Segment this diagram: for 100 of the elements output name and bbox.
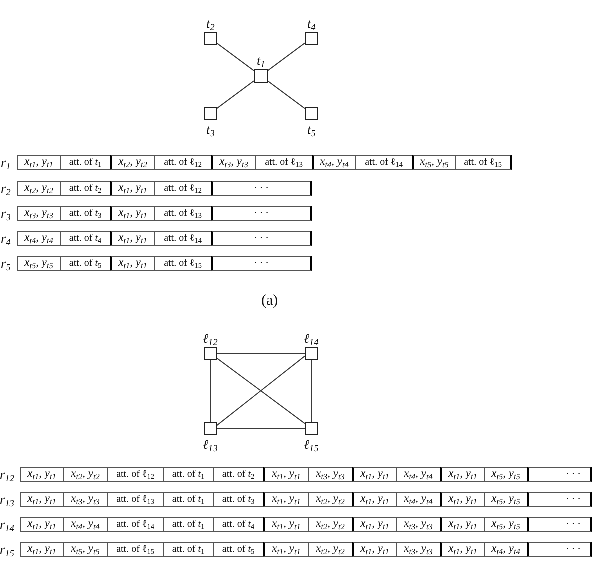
coordinate-cell: x$_{t4}$, y$_{t4}$ — [312, 155, 355, 170]
ellipsis-cell: · · · — [527, 492, 592, 507]
vertex-label: ℓ$_{14}$ — [304, 332, 319, 345]
coordinate-cell: x$_{t1}$, y$_{t1}$ — [110, 231, 154, 246]
coordinate-cell: x$_{t5}$, y$_{t5}$ — [484, 492, 527, 507]
coordinate-cell: x$_{t1}$, y$_{t1}$ — [440, 517, 484, 532]
attribute-cell: att. of t$_{1}$ — [163, 492, 213, 507]
ellipsis-cell: · · · — [527, 542, 592, 557]
vertex-label: ℓ$_{12}$ — [203, 332, 218, 345]
attribute-cell: att. of t$_{2}$ — [60, 181, 110, 196]
graph-edge — [268, 80, 306, 110]
row-label: r$_{13}$ — [0, 492, 14, 507]
attribute-cell: att. of t$_{5}$ — [213, 542, 263, 557]
subfigure-caption: (a) — [262, 293, 278, 309]
coordinate-cell: x$_{t1}$, y$_{t1}$ — [110, 206, 154, 221]
vertex-square — [204, 32, 217, 45]
coordinate-cell: x$_{t4}$, y$_{t4}$ — [17, 231, 60, 246]
vertex-square — [305, 107, 318, 120]
ellipsis-cell: · · · — [211, 206, 312, 221]
row-label: r$_{14}$ — [0, 517, 14, 532]
coordinate-cell: x$_{t1}$, y$_{t1}$ — [352, 492, 396, 507]
row-label: r$_{3}$ — [1, 206, 11, 221]
coordinate-cell: x$_{t5}$, y$_{t5}$ — [412, 155, 455, 170]
attribute-cell: att. of t$_{4}$ — [60, 231, 110, 246]
coordinate-cell: x$_{t4}$, y$_{t4}$ — [396, 467, 440, 482]
coordinate-cell: x$_{t3}$, y$_{t3}$ — [17, 206, 60, 221]
vertex-square — [305, 32, 318, 45]
attribute-cell: att. of t$_{3}$ — [213, 492, 263, 507]
coordinate-cell: x$_{t1}$, y$_{t1}$ — [440, 467, 484, 482]
ellipsis-cell: · · · — [527, 467, 592, 482]
graph-edge — [216, 353, 306, 354]
vertex-square — [204, 422, 217, 435]
attribute-cell: att. of ℓ$_{13}$ — [255, 155, 312, 170]
coordinate-cell: x$_{t1}$, y$_{t1}$ — [20, 492, 63, 507]
row-label: r$_{4}$ — [1, 231, 11, 246]
coordinate-cell: x$_{t2}$, y$_{t2}$ — [308, 492, 352, 507]
graph-edge — [216, 80, 254, 110]
ellipsis-cell: · · · — [211, 231, 312, 246]
coordinate-cell: x$_{t4}$, y$_{t4}$ — [396, 492, 440, 507]
coordinate-cell: x$_{t1}$, y$_{t1}$ — [20, 467, 63, 482]
attribute-cell: att. of ℓ$_{14}$ — [154, 231, 211, 246]
row-label: r$_{5}$ — [1, 256, 11, 271]
vertex-square — [204, 347, 217, 360]
coordinate-cell: x$_{t2}$, y$_{t2}$ — [63, 467, 107, 482]
vertex-label: t$_{3}$ — [206, 123, 215, 136]
coordinate-cell: x$_{t5}$, y$_{t5}$ — [484, 467, 527, 482]
attribute-cell: att. of ℓ$_{14}$ — [355, 155, 412, 170]
coordinate-cell: x$_{t1}$, y$_{t1}$ — [17, 155, 60, 170]
vertex-label: ℓ$_{13}$ — [203, 438, 218, 451]
vertex-label: ℓ$_{15}$ — [304, 438, 319, 451]
attribute-cell: att. of ℓ$_{12}$ — [107, 467, 163, 482]
vertex-square — [254, 69, 268, 83]
graph-edge — [268, 42, 306, 72]
attribute-cell: att. of t$_{1}$ — [163, 517, 213, 532]
attribute-cell: att. of t$_{1}$ — [163, 467, 213, 482]
coordinate-cell: x$_{t3}$, y$_{t3}$ — [63, 492, 107, 507]
coordinate-cell: x$_{t1}$, y$_{t1}$ — [110, 256, 154, 271]
vertex-label: t$_{5}$ — [308, 123, 316, 136]
coordinate-cell: x$_{t1}$, y$_{t1}$ — [440, 492, 484, 507]
attribute-cell: att. of t$_{5}$ — [60, 256, 110, 271]
coordinate-cell: x$_{t1}$, y$_{t1}$ — [352, 542, 396, 557]
coordinate-cell: x$_{t2}$, y$_{t2}$ — [110, 155, 154, 170]
attribute-cell: att. of ℓ$_{15}$ — [455, 155, 512, 170]
attribute-cell: att. of ℓ$_{14}$ — [107, 517, 163, 532]
row-label: r$_{12}$ — [0, 467, 14, 482]
coordinate-cell: x$_{t2}$, y$_{t2}$ — [308, 517, 352, 532]
attribute-cell: att. of ℓ$_{13}$ — [107, 492, 163, 507]
coordinate-cell: x$_{t5}$, y$_{t5}$ — [17, 256, 60, 271]
coordinate-cell: x$_{t3}$, y$_{t3}$ — [211, 155, 255, 170]
ellipsis-cell: · · · — [527, 517, 592, 532]
graph-edge — [210, 360, 211, 422]
coordinate-cell: x$_{t4}$, y$_{t4}$ — [63, 517, 107, 532]
vertex-square — [204, 107, 217, 120]
vertex-square — [305, 422, 318, 435]
coordinate-cell: x$_{t1}$, y$_{t1}$ — [263, 467, 308, 482]
coordinate-cell: x$_{t1}$, y$_{t1}$ — [263, 517, 308, 532]
coordinate-cell: x$_{t2}$, y$_{t2}$ — [17, 181, 60, 196]
vertex-label: t$_{1}$ — [257, 54, 266, 67]
coordinate-cell: x$_{t3}$, y$_{t3}$ — [308, 467, 352, 482]
coordinate-cell: x$_{t1}$, y$_{t1}$ — [263, 492, 308, 507]
attribute-cell: att. of ℓ$_{12}$ — [154, 155, 211, 170]
coordinate-cell: x$_{t1}$, y$_{t1}$ — [440, 542, 484, 557]
attribute-cell: att. of t$_{4}$ — [213, 517, 263, 532]
attribute-cell: att. of ℓ$_{13}$ — [154, 206, 211, 221]
attribute-cell: att. of ℓ$_{15}$ — [154, 256, 211, 271]
graph-edge — [311, 360, 312, 422]
attribute-cell: att. of t$_{1}$ — [60, 155, 110, 170]
coordinate-cell: x$_{t5}$, y$_{t5}$ — [63, 542, 107, 557]
attribute-cell: att. of ℓ$_{15}$ — [107, 542, 163, 557]
vertex-square — [305, 347, 318, 360]
attribute-cell: att. of t$_{2}$ — [213, 467, 263, 482]
ellipsis-cell: · · · — [211, 256, 312, 271]
vertex-label: t$_{2}$ — [206, 17, 215, 30]
vertex-label: t$_{4}$ — [308, 17, 316, 30]
coordinate-cell: x$_{t3}$, y$_{t3}$ — [396, 517, 440, 532]
coordinate-cell: x$_{t1}$, y$_{t1}$ — [20, 542, 63, 557]
coordinate-cell: x$_{t4}$, y$_{t4}$ — [484, 542, 527, 557]
graph-edge — [216, 428, 306, 429]
coordinate-cell: x$_{t1}$, y$_{t1}$ — [20, 517, 63, 532]
attribute-cell: att. of t$_{3}$ — [60, 206, 110, 221]
